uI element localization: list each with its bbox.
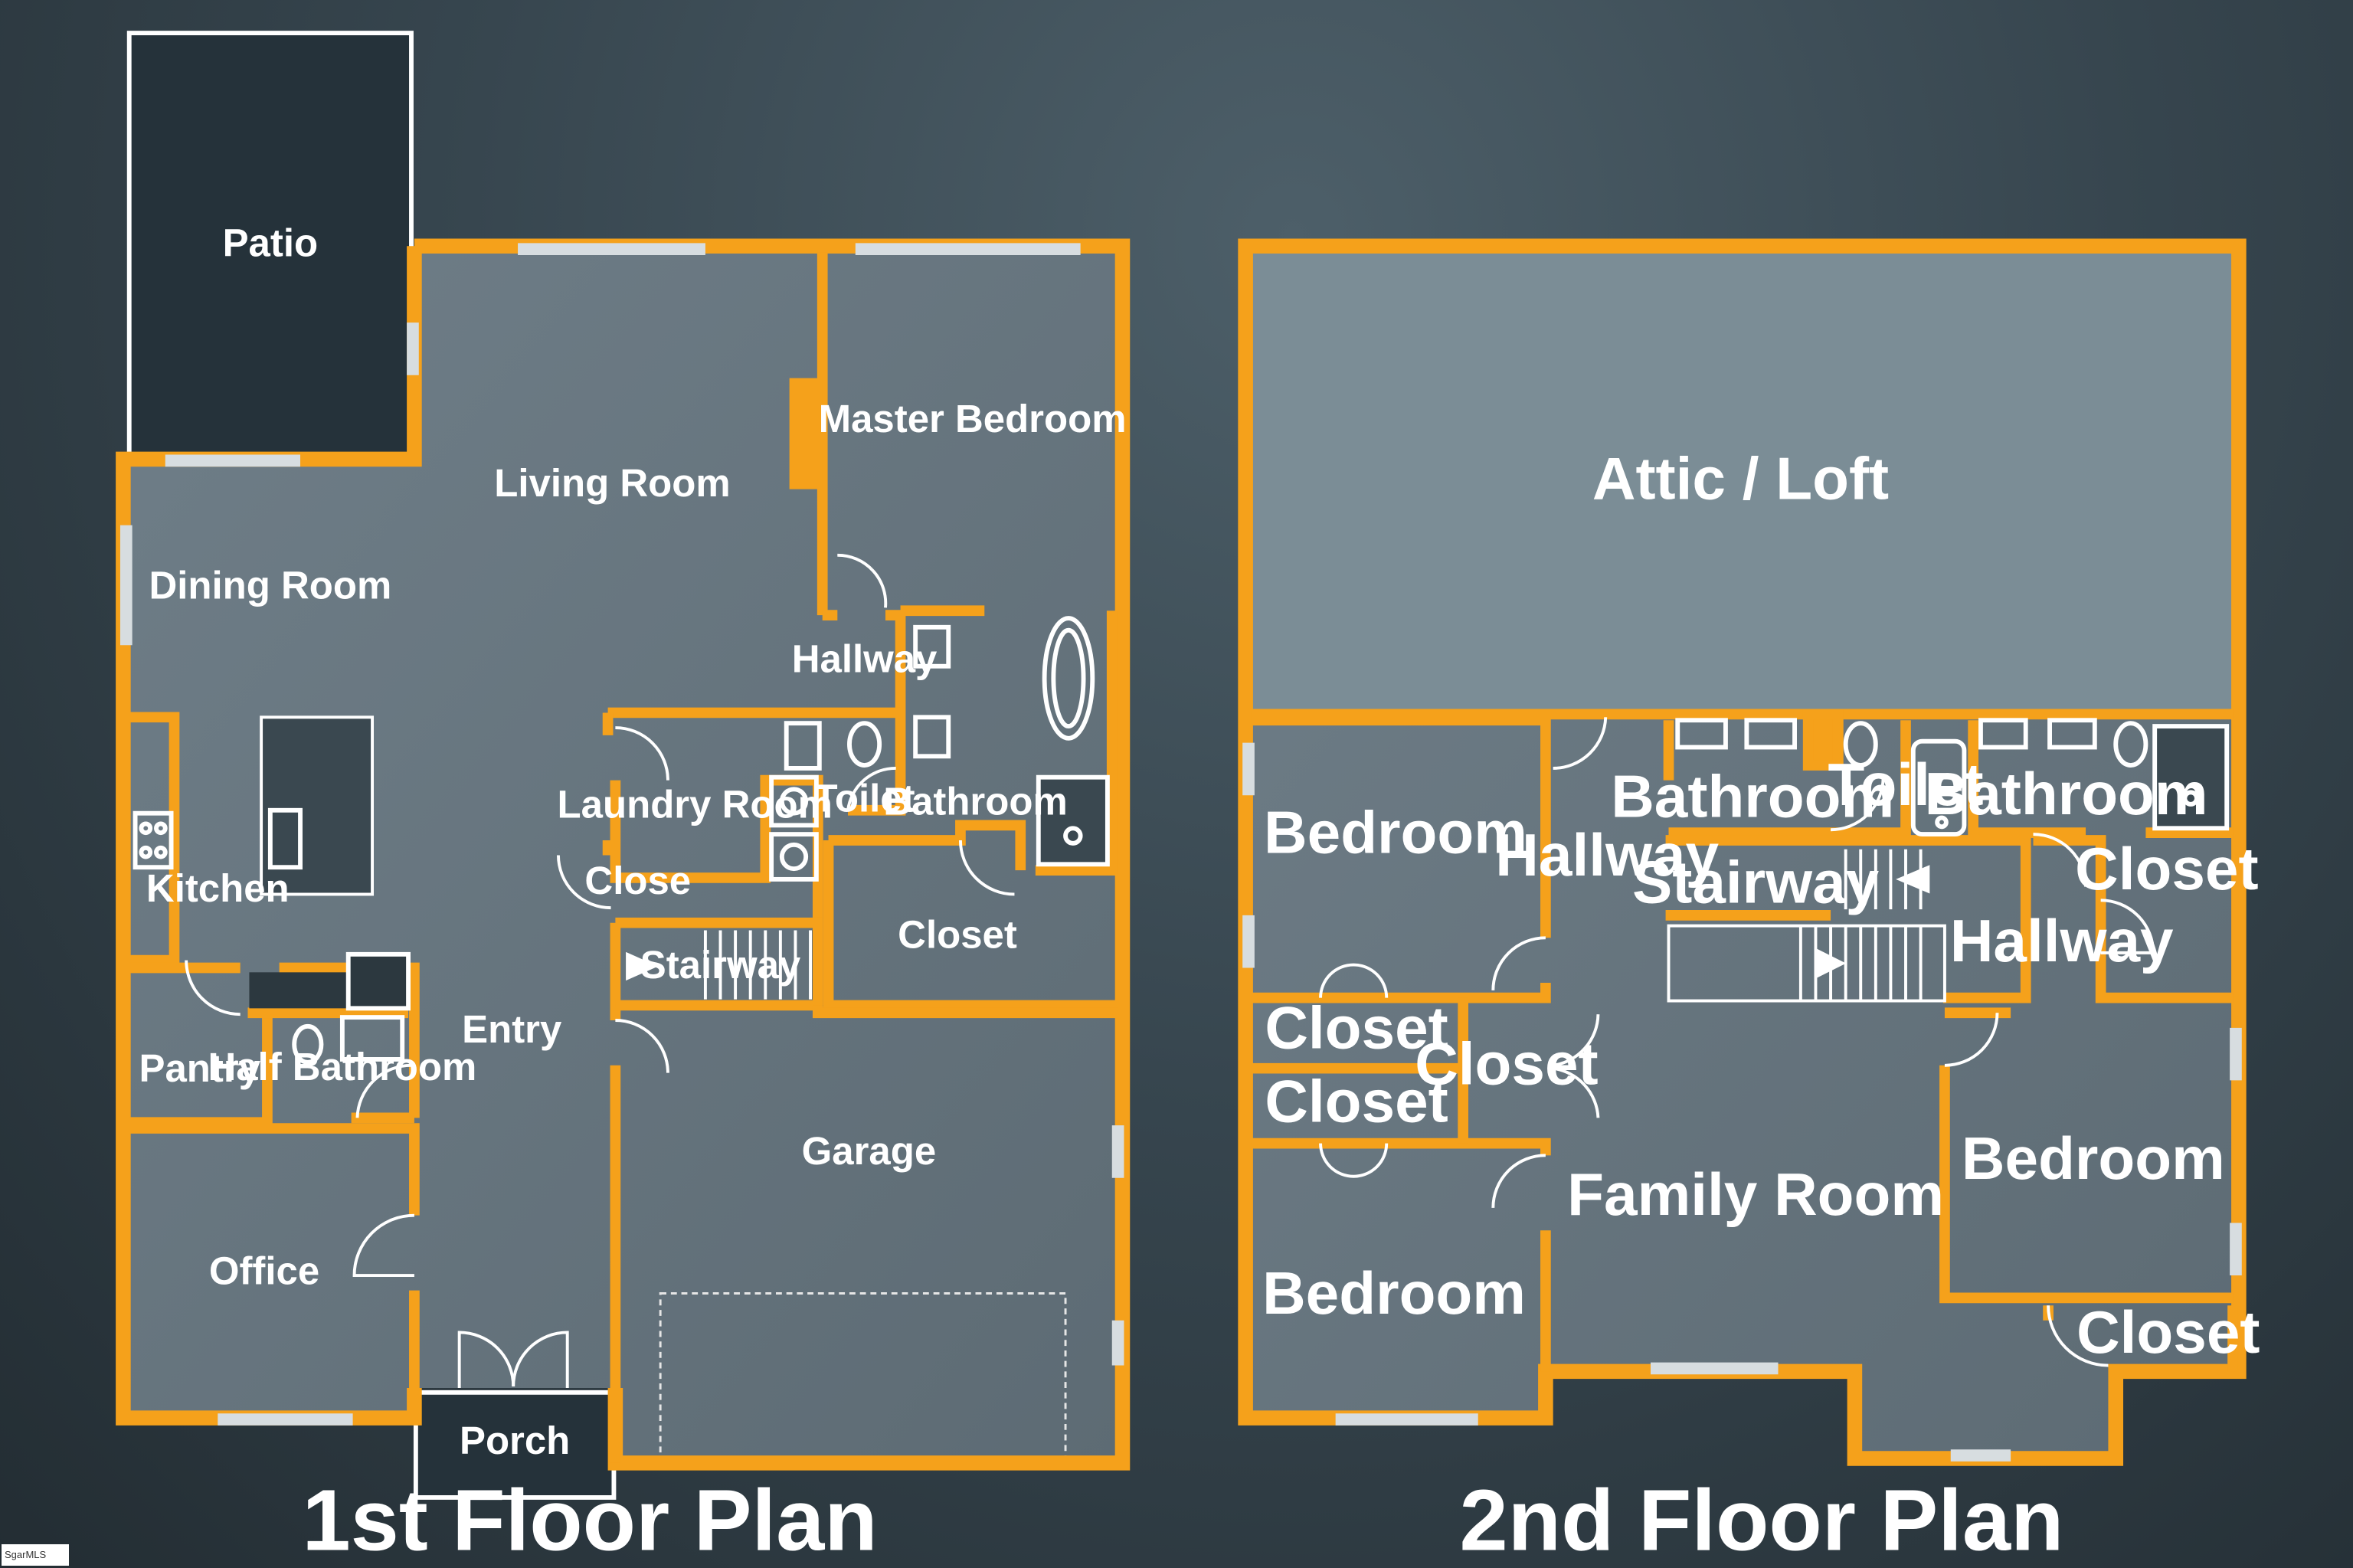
garage-door-outline [659,1292,1067,1463]
bath-sink-icon-2 [1744,718,1797,750]
dryer-icon [769,832,819,882]
floor-title-1st: 1st Floor Plan [302,1471,877,1568]
bathtub-icon [1042,616,1095,741]
shower-icon-2f [2152,724,2230,831]
room-label-stairway-2f: Stairway [1632,848,1880,915]
room-label-garage: Garage [802,1129,937,1173]
room-label-bathroom-right: Bathroom [1925,760,2208,827]
room-label-kitchen: Kitchen [146,866,290,910]
second-floor-stairway-steps [1667,849,1946,1003]
room-label-hallway-left: Hallway [1495,821,1719,889]
washer-icon [769,774,819,828]
room-label-closet-bottom-right: Closet [2076,1298,2260,1366]
half-bath-sink-icon [339,1015,405,1062]
room-label-bedroom-bottom-left: Bedroom [1262,1259,1526,1327]
room-label-closet: Closet [898,913,1017,957]
first-floor-stairway-steps [626,930,812,1000]
room-label-patio: Patio [223,221,319,265]
room-label-bathroom: Bathroom [883,779,1067,823]
room-label-entry: Entry [462,1007,562,1051]
half-bath-toilet-icon [292,1023,324,1065]
patio-area [126,31,414,459]
bath-sink-icon-4 [2047,718,2097,750]
second-floor-doors [1319,717,2155,1367]
first-floor-fixtures [133,616,1110,1065]
counter [249,972,349,1009]
room-label-pantry: Pantry [139,1046,261,1090]
room-label-dining-room: Dining Room [149,563,391,607]
room-label-closet-left-1: Closet [1265,994,1448,1061]
room-label-laundry-room: Laundry Room [558,782,833,826]
room-label-toilet-2f: Toilet [1828,751,1983,818]
room-label-hallway: Hallway [792,637,938,680]
toilet-icon [847,721,882,768]
shower-icon [1036,774,1110,867]
first-floor-fill [123,246,1123,1463]
attic-fill [1251,252,2234,712]
room-label-closet-left-2: Closet [1265,1067,1448,1134]
room-label-office: Office [209,1249,319,1293]
toilet-icon-2f [1843,721,1878,768]
room-label-porch: Porch [460,1419,570,1462]
second-floor-windows [1242,742,2242,1462]
sink-icon [913,624,951,669]
first-floor-doors [185,553,1015,1388]
mls-logo: SgarMLS [2,1544,69,1566]
room-label-hallway-right: Hallway [1950,907,2174,974]
room-label-closet-mid: Closet [1415,1030,1598,1097]
tub-icon-2f [1910,738,1967,837]
first-floor-plan: Patio Living Room Master Bedroom Dining … [116,31,1131,1568]
room-label-bedroom-right: Bedroom [1962,1124,2225,1192]
room-label-stairway: Stairway [640,943,801,987]
room-label-family-room: Family Room [1567,1160,1944,1228]
room-label-master-bedroom: Master Bedroom [819,397,1127,440]
first-floor-windows [119,243,1124,1426]
room-label-close: Close [584,859,691,902]
sink-icon-2 [913,715,951,759]
kitchen-island [260,715,375,896]
second-floor-interior-walls [1251,709,2238,1372]
fireplace [789,378,823,489]
room-label-bedroom-top-left: Bedroom [1264,799,1527,866]
stove-icon [133,810,174,870]
floor-title-2nd: 2nd Floor Plan [1459,1471,2063,1568]
room-label-bathroom-left: Bathroom [1611,763,1894,830]
room-label-half-bathroom: Half Bathroom [208,1045,476,1088]
kitchen-sink-icon [267,807,303,870]
water-heater-icon [784,721,822,771]
room-label-living-room: Living Room [494,461,730,505]
fan-icon [345,951,411,1011]
toilet-icon-2f-b [2113,721,2148,768]
second-floor-fixtures [1675,718,2230,837]
room-label-attic-loft: Attic / Loft [1592,444,1889,512]
porch-area [413,1390,617,1500]
room-label-toilet: Toilet [814,776,915,820]
bath-sink-icon-3 [1978,718,2028,750]
room-label-closet-right-top: Closet [2075,835,2258,902]
second-floor-plan: Attic / Loft Bathroom Toilet Bathroom Be… [1238,238,2260,1568]
bath-sink-icon-1 [1675,718,1728,750]
